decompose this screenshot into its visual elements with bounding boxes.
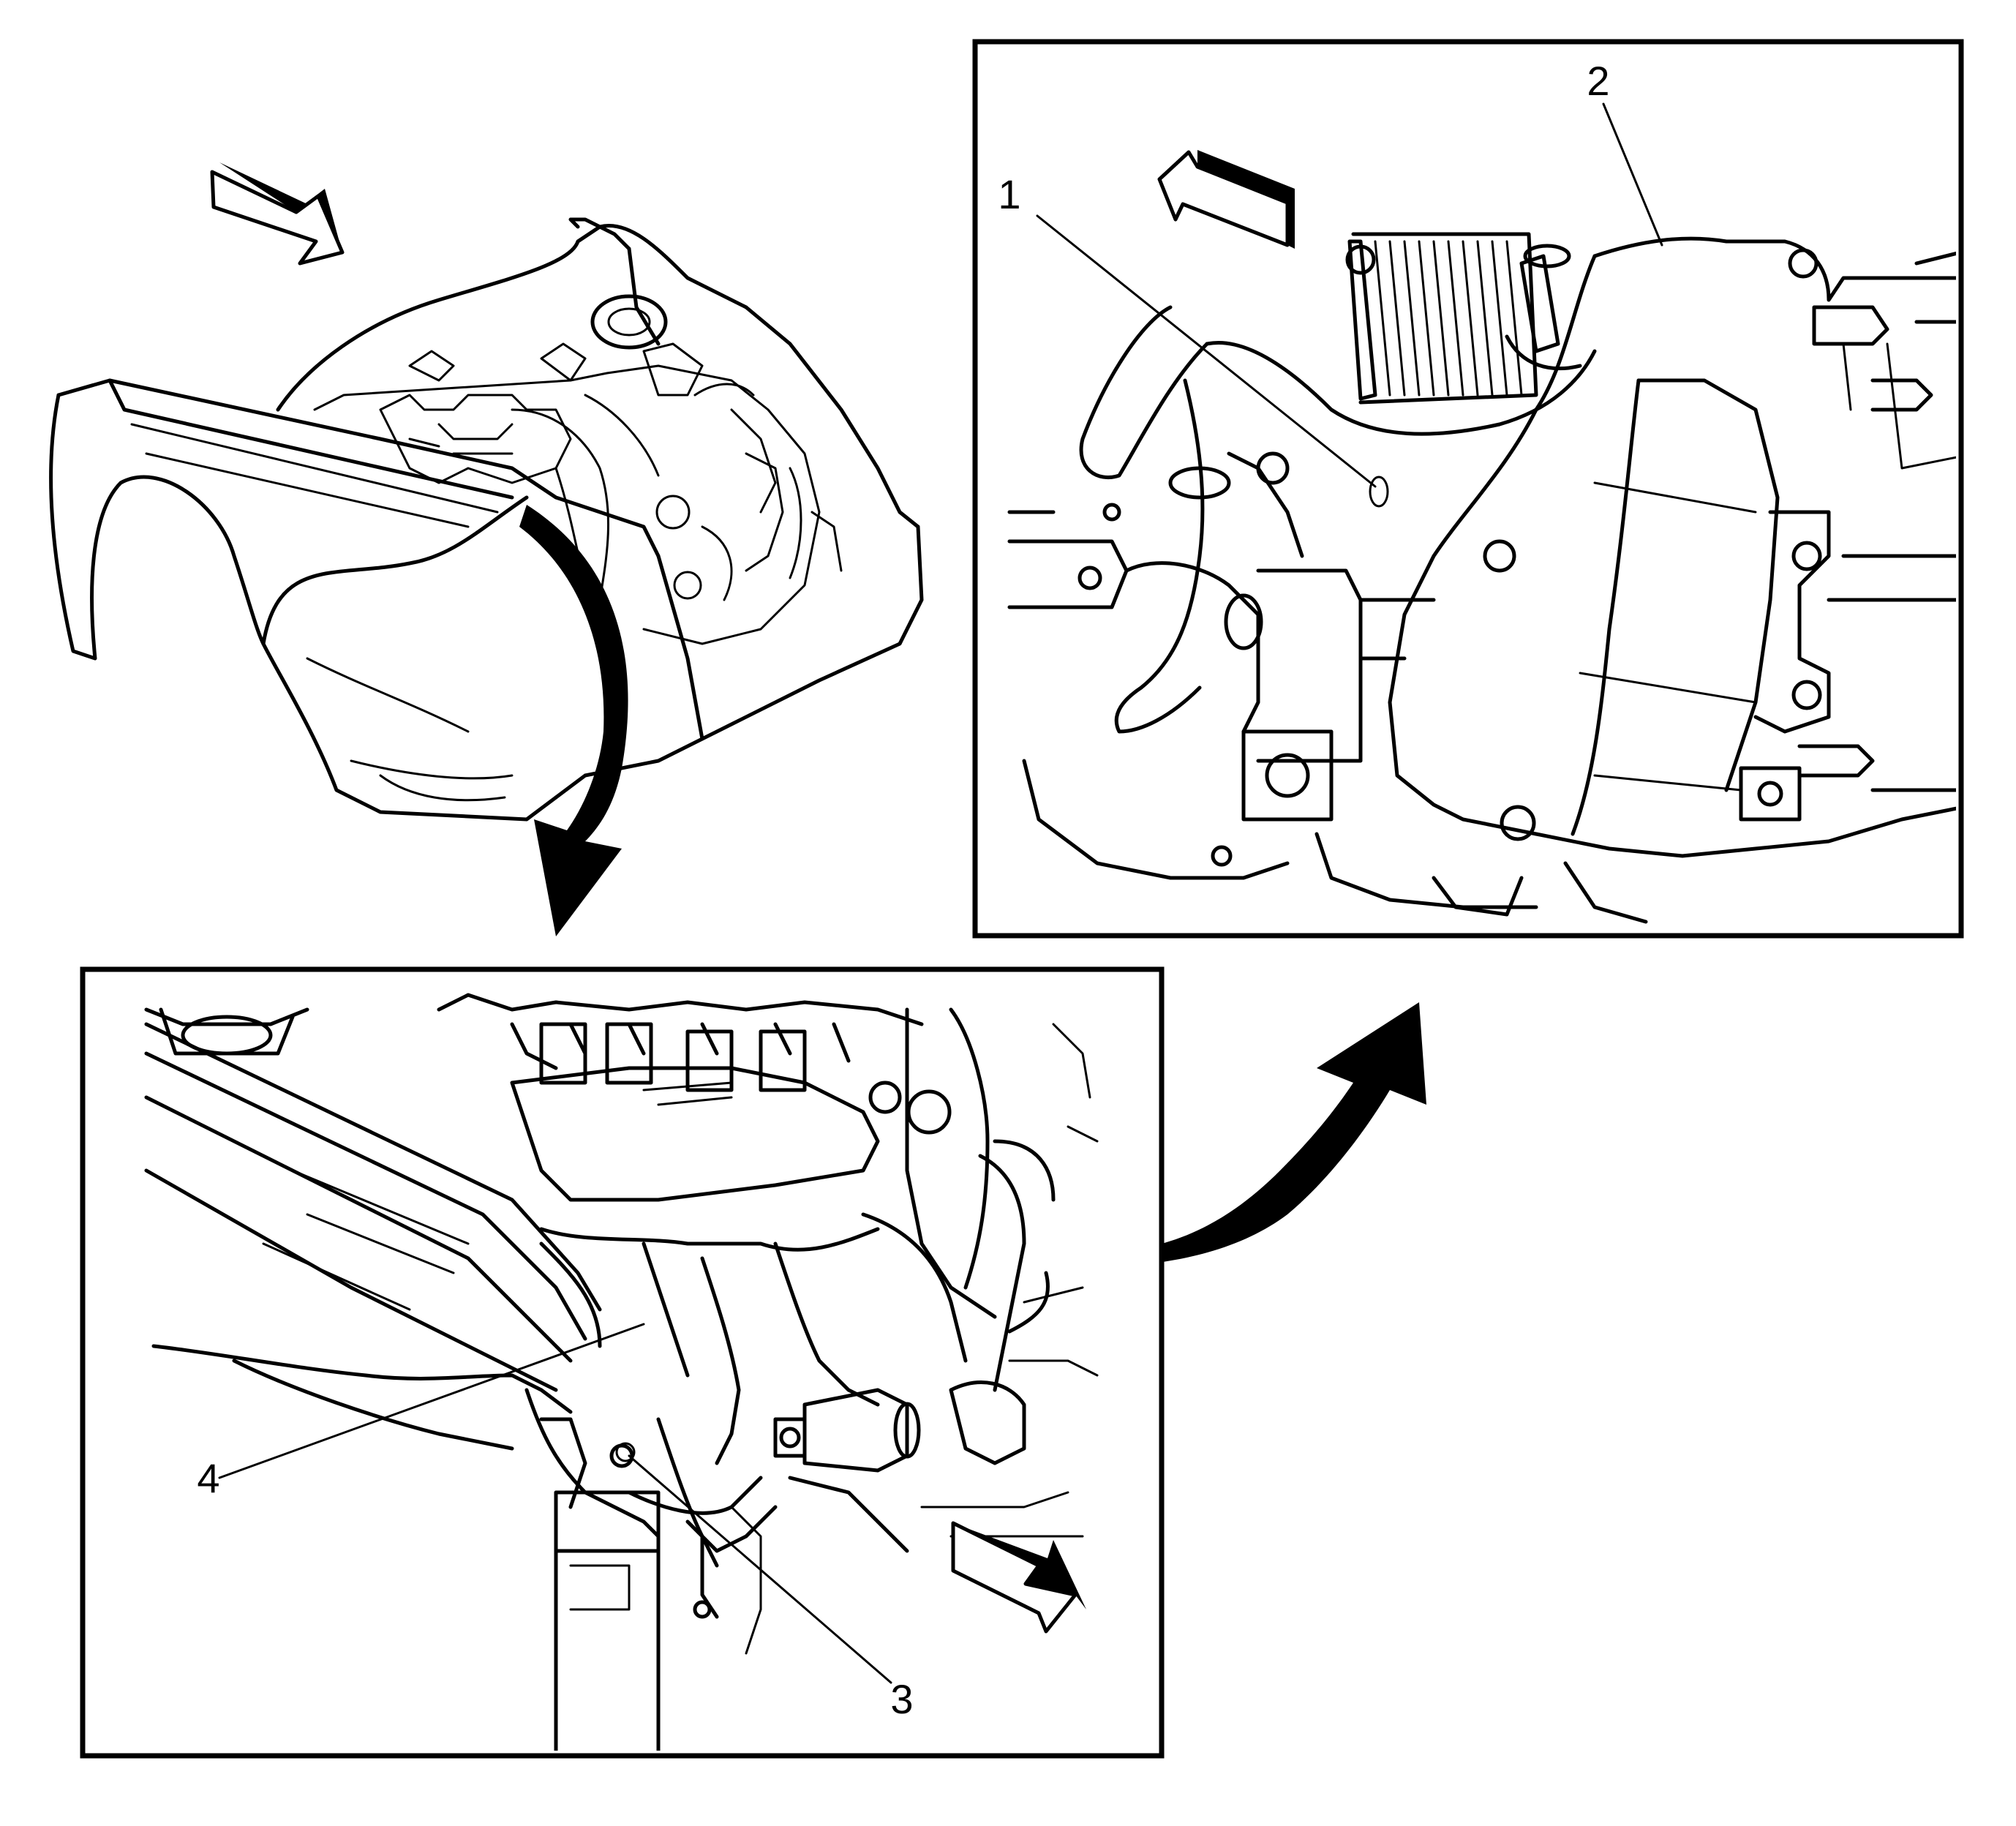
callout-4: 4 [197,1455,219,1501]
callout-3: 3 [890,1676,913,1722]
leader-line-2 [1602,102,1663,247]
callout-1: 1 [998,171,1020,217]
detail-view-bottom: 4 3 [80,966,1165,1759]
transition-arrow-icon [519,505,628,936]
callout-2: 2 [1587,58,1609,104]
front-direction-arrow-icon [951,1521,1086,1634]
front-direction-arrow-icon [1157,150,1295,249]
front-direction-arrow-icon [210,162,345,266]
vehicle-overview [49,162,924,936]
transition-arrow-icon [1031,1002,1426,1268]
leader-line-1 [1036,214,1377,488]
leader-line-3 [628,1454,892,1684]
detail-view-top: 1 2 [972,39,1964,939]
leader-line-4 [218,1323,645,1479]
